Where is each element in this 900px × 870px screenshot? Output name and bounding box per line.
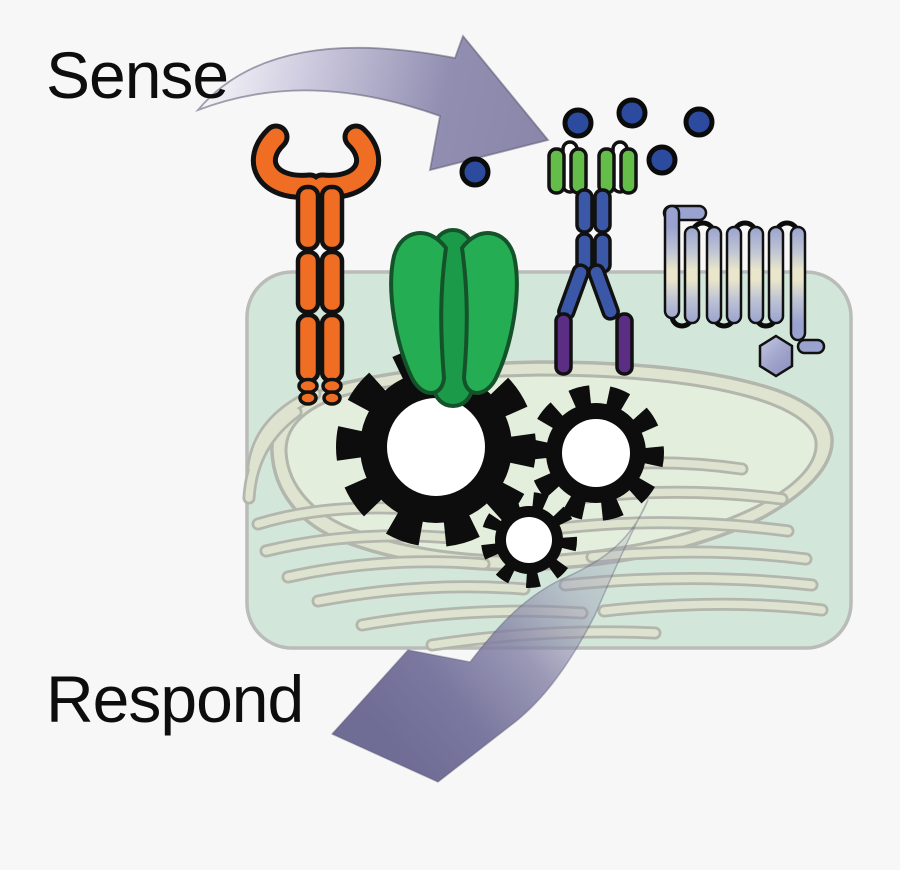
ligand-dot: [459, 156, 491, 188]
channel-lobe-left: [389, 231, 449, 395]
ligand-molecules: [459, 97, 715, 188]
respond-arrow: [330, 499, 649, 783]
gear-medium-hub: [562, 419, 630, 487]
ligand-dot: [562, 107, 594, 139]
gear-small: [481, 492, 577, 588]
gear-medium: [528, 385, 664, 521]
cytokine-receptor: [547, 140, 638, 376]
gpcr-c-terminus: [796, 338, 826, 355]
gpcr-helices: [662, 204, 826, 355]
signal-processing-gears: [336, 347, 664, 588]
gear-large: [336, 347, 536, 547]
gear-small-hub: [506, 517, 552, 563]
antibody-stems: [295, 184, 345, 384]
receptor-transmembrane-domains: [554, 312, 634, 376]
channel-lobe-right: [459, 231, 519, 395]
gear-large-hub: [387, 398, 485, 496]
ligand-dot: [646, 144, 678, 176]
ligand-dot: [683, 106, 715, 138]
antibody-receptor: [251, 123, 381, 406]
ligand-dot: [616, 97, 648, 129]
receptor-binding-domains: [547, 147, 638, 195]
gpcr-receptor: [662, 204, 826, 378]
antibody-tail-beads: [297, 377, 343, 406]
sense-arrow: [195, 34, 550, 172]
channel-protein: [389, 228, 519, 408]
receptor-stalk-domains: [557, 188, 620, 321]
respond-label: Respond: [46, 662, 304, 736]
sense-label: Sense: [46, 38, 229, 112]
gpcr-hexagon: [758, 334, 794, 378]
